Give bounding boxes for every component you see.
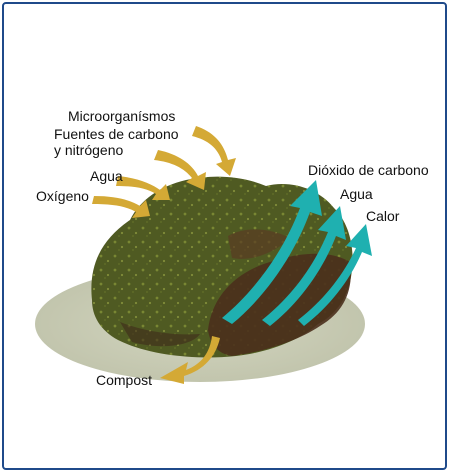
label-oxigeno: Oxígeno <box>36 188 89 204</box>
label-microorganismos: Microorganísmos <box>68 108 175 124</box>
label-dioxido: Dióxido de carbono <box>308 162 429 178</box>
label-agua-out: Agua <box>340 186 373 202</box>
arrow-oxigeno <box>92 196 150 218</box>
arrow-microorganismos <box>192 126 236 176</box>
arrow-agua-in <box>116 176 170 200</box>
label-agua-in: Agua <box>90 168 123 184</box>
label-calor: Calor <box>366 208 399 224</box>
label-compost: Compost <box>96 372 152 388</box>
label-fuentes: Fuentes de carbono y nitrógeno <box>54 126 179 158</box>
